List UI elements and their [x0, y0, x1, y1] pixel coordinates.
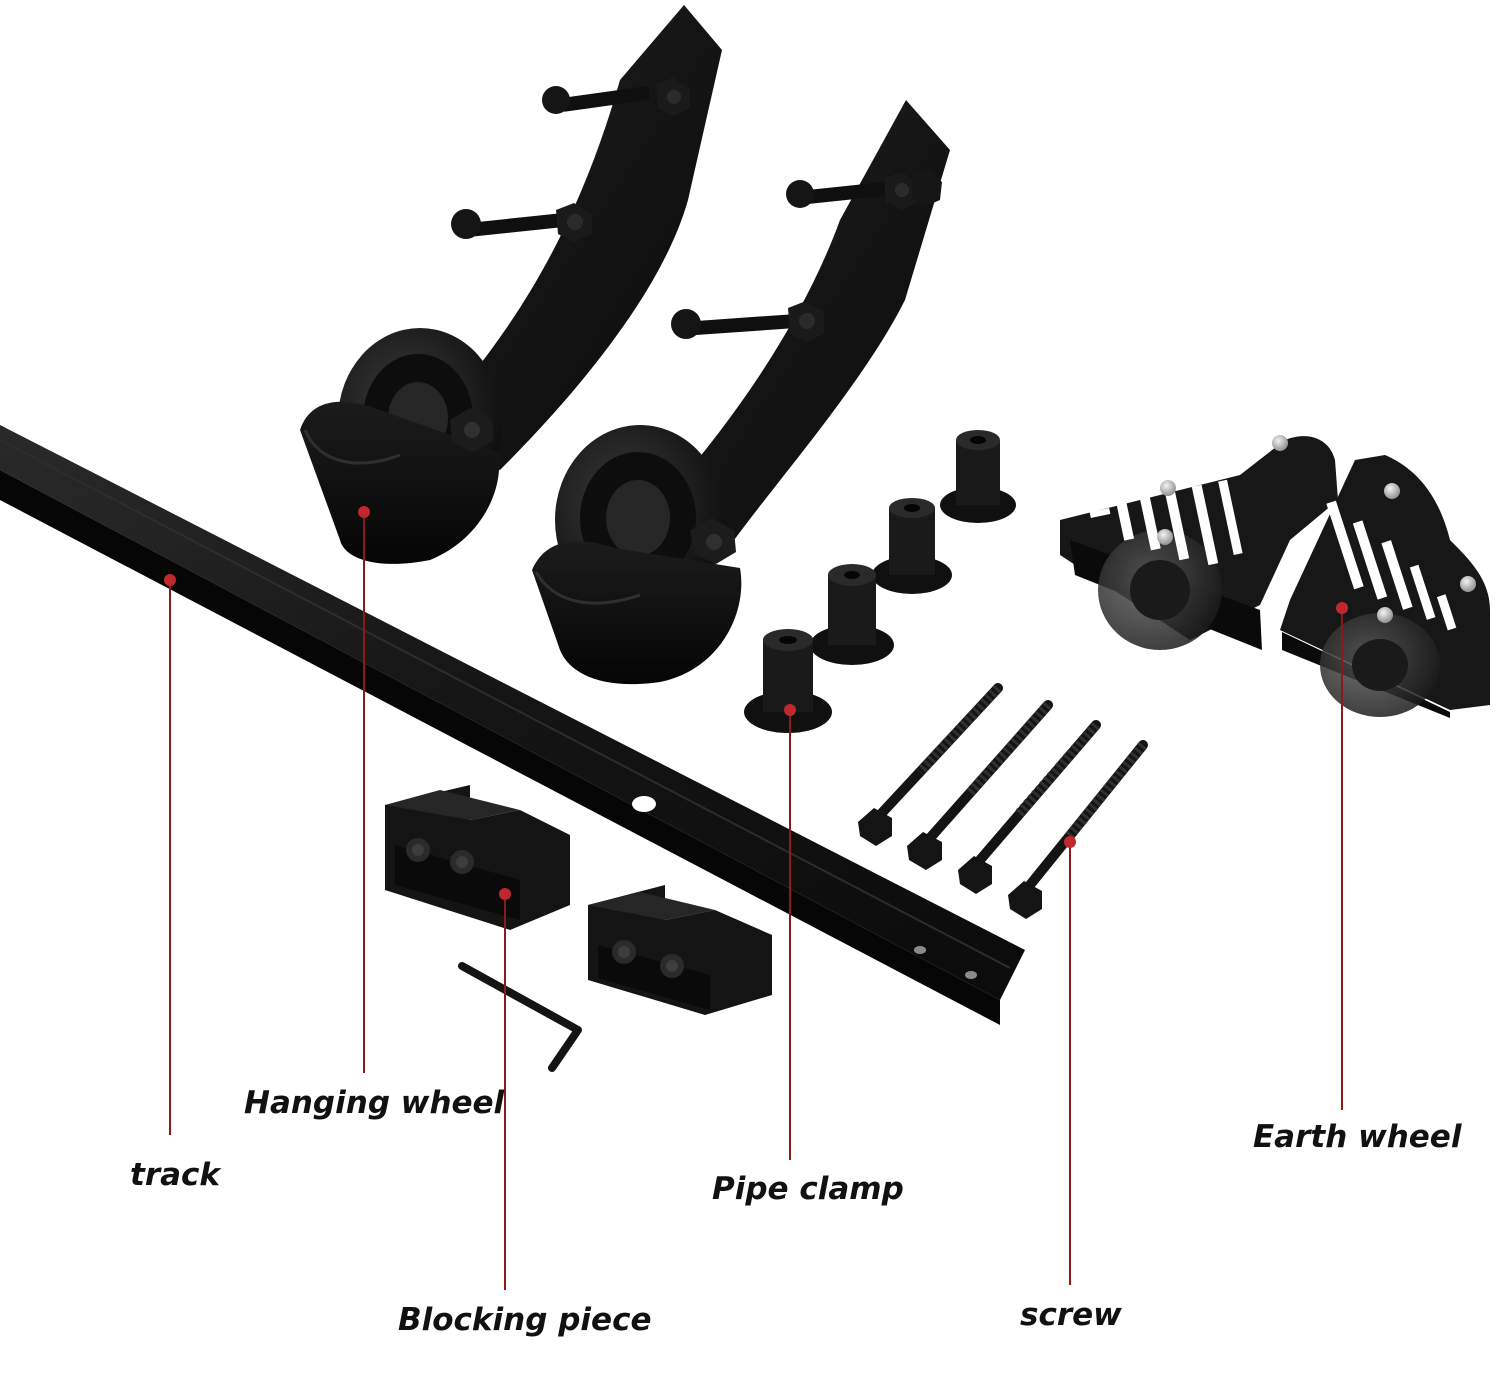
callout-leaders — [164, 506, 1348, 1290]
screw — [958, 720, 1101, 894]
pipe-clamp — [940, 430, 1016, 523]
leader-dot-earth-wheel — [1336, 602, 1348, 614]
bolt — [451, 203, 592, 242]
label-earth-wheel: Earth wheel — [1253, 1119, 1462, 1155]
pipe-clamp — [872, 498, 952, 594]
blocking-piece — [588, 885, 772, 1015]
track-hole — [965, 971, 977, 979]
wheel-guard — [300, 401, 500, 564]
screw — [858, 683, 1003, 846]
wheel-guard — [532, 541, 742, 685]
blocking-piece — [385, 785, 570, 930]
bolt — [542, 78, 690, 116]
track-top-face — [0, 425, 1025, 1000]
screw — [907, 700, 1053, 870]
track-side-face — [0, 470, 1000, 1025]
label-track: track — [130, 1157, 221, 1193]
earth-wheel — [1280, 455, 1490, 718]
hanging-wheel-left — [300, 5, 722, 564]
label-blocking-piece: Blocking piece — [398, 1302, 652, 1338]
label-screw: screw — [1020, 1297, 1122, 1333]
track — [0, 425, 1025, 1025]
label-hanging-wheel: Hanging wheel — [244, 1085, 505, 1121]
earth-wheel — [1060, 435, 1338, 650]
hanging-wheel-right — [532, 100, 950, 685]
pipe-clamp — [810, 564, 894, 665]
screw — [1008, 740, 1148, 919]
leader-dot-hanging-wheel — [358, 506, 370, 518]
label-pipe-clamp: Pipe clamp — [712, 1171, 904, 1207]
track-hole — [632, 796, 656, 812]
bolt — [786, 170, 942, 210]
leader-dot-track — [164, 574, 176, 586]
hex-key — [458, 962, 582, 1072]
leader-dot-pipe-clamp — [784, 704, 796, 716]
leader-dot-screw — [1064, 836, 1076, 848]
bolt — [671, 301, 824, 342]
leader-dot-blocking-piece — [499, 888, 511, 900]
track-hole — [914, 946, 926, 954]
